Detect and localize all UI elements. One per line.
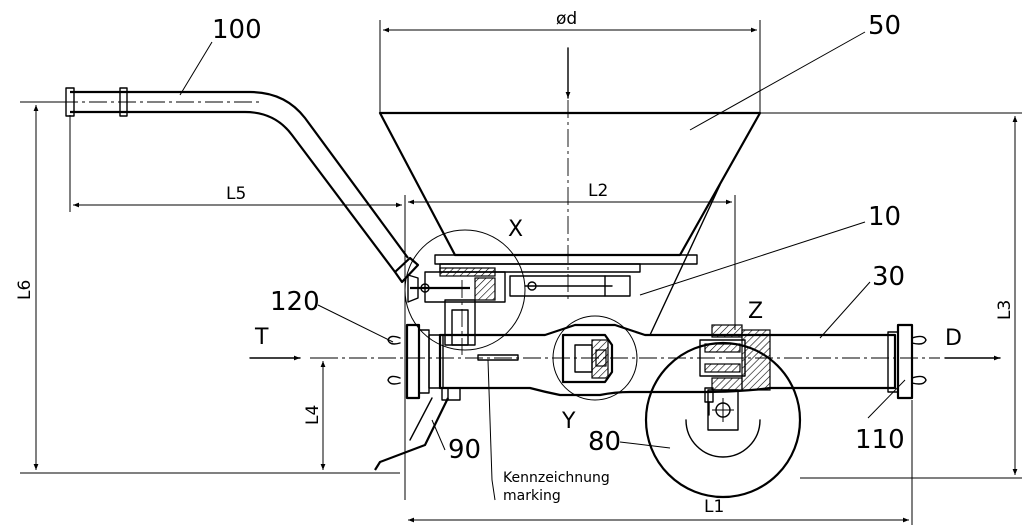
detail-y (552, 315, 638, 401)
dim-label-l4: L4 (303, 405, 323, 425)
detail-label-x: X (508, 217, 523, 242)
flow-label-t: T (254, 325, 269, 350)
flow-arrow-d: D (944, 326, 1001, 361)
detail-x (404, 229, 526, 355)
part-label-80: 80 (588, 427, 621, 457)
dim-label-l1: L1 (704, 497, 724, 517)
marking-plate (477, 354, 519, 361)
mixing-tube (320, 323, 940, 397)
dim-label-od: ød (556, 9, 577, 29)
dim-label-l3: L3 (995, 300, 1015, 320)
marking-note-de: Kennzeichnung (503, 470, 610, 486)
dim-label-l5: L5 (226, 184, 246, 204)
part-label-30: 30 (872, 262, 905, 292)
inlet-flange (387, 323, 444, 400)
dim-l3: L3 (760, 112, 1022, 479)
part-label-110: 110 (855, 425, 905, 455)
marking-note-en: marking (503, 488, 561, 504)
dim-l1: L1 (408, 400, 913, 525)
agitator-rod (509, 275, 631, 297)
part-label-50: 50 (868, 11, 901, 41)
dim-l5: L5 (69, 115, 406, 500)
dim-label-l2: L2 (588, 181, 608, 201)
detail-label-y: Y (561, 409, 576, 434)
dim-l4: L4 (303, 357, 330, 470)
detail-z (699, 324, 771, 391)
bracket (441, 387, 461, 401)
hopper (378, 100, 762, 336)
part-label-100: 100 (212, 15, 262, 45)
flow-label-d: D (945, 326, 962, 351)
part-label-90: 90 (448, 435, 481, 465)
stand-leg (374, 397, 449, 471)
dim-l6: L6 (15, 101, 400, 474)
dim-l2: L2 (408, 181, 736, 330)
part-label-120: 120 (270, 287, 320, 317)
dim-od: ød (379, 9, 761, 113)
part-label-10: 10 (868, 202, 901, 232)
detail-label-z: Z (748, 299, 763, 324)
wheel (644, 341, 802, 499)
flow-arrow-t: T (249, 325, 301, 361)
dim-label-l6: L6 (15, 280, 35, 300)
leader-lines (179, 31, 906, 501)
wheel-strut (704, 387, 714, 416)
